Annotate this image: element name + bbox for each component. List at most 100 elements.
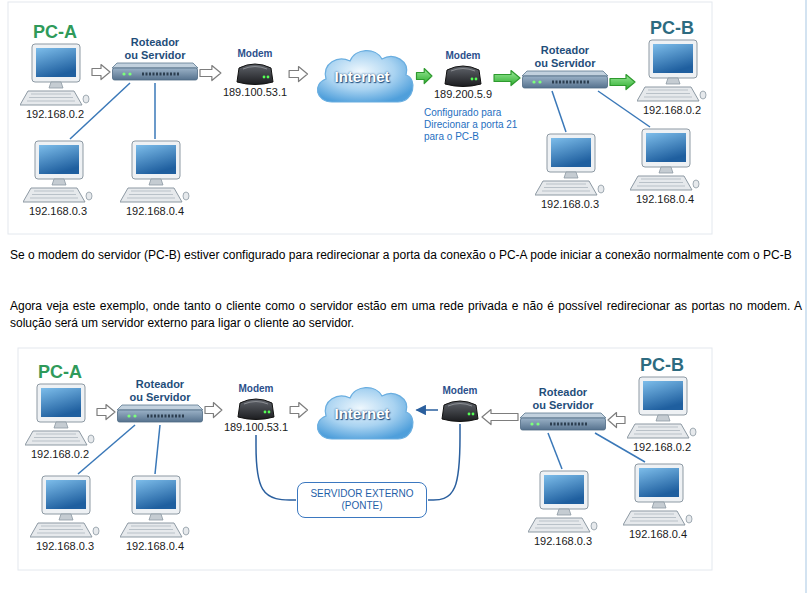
link-line — [548, 433, 562, 469]
pc-icon — [637, 40, 706, 101]
link-line — [155, 425, 160, 474]
green-block-arrow — [610, 75, 635, 90]
router-icon — [520, 413, 606, 430]
block-arrow — [92, 65, 110, 80]
router-icon — [522, 70, 608, 90]
computer-node: PC-B 192.168.0.2 — [627, 355, 697, 454]
ip-address: 192.168.0.3 — [534, 535, 592, 548]
block-arrow — [289, 67, 307, 82]
note-text: Configurado para Direcionar a porta 21 p… — [424, 107, 538, 143]
pc-icon — [25, 383, 95, 448]
modem-icon — [236, 395, 276, 421]
modem-label: Modem — [237, 48, 272, 60]
router-node: Roteador ou Servidor — [117, 378, 203, 424]
router-icon — [112, 62, 198, 82]
pc-icon — [630, 128, 700, 193]
pc-icon — [20, 43, 90, 108]
link-line — [552, 91, 566, 132]
ip-address: 192.168.0.2 — [633, 441, 691, 454]
modem-icon — [440, 397, 480, 423]
ip-address: 192.168.0.4 — [126, 540, 184, 553]
pc-icon — [535, 133, 605, 198]
internet-cloud: Internet — [310, 45, 415, 107]
ip-address: 189.100.53.1 — [224, 421, 288, 434]
pc-icon — [20, 44, 89, 105]
link-line — [256, 435, 296, 500]
modem-icon — [442, 401, 478, 422]
ip-address: 189.100.53.1 — [223, 86, 287, 99]
modem-icon — [235, 60, 275, 86]
router-icon — [112, 63, 198, 80]
pc-icon — [623, 463, 693, 528]
pc-icon — [120, 141, 189, 202]
router-node: Roteador ou Servidor — [520, 386, 606, 432]
paragraph: Se o modem do servidor (PC-B) estiver co… — [10, 247, 802, 264]
modem-node: Modem 189.100.53.1 — [223, 48, 287, 99]
router-label: Roteador ou Servidor — [123, 36, 187, 62]
ip-address: 192.168.0.2 — [643, 104, 701, 117]
link-line — [428, 424, 460, 500]
router-label: Roteador ou Servidor — [128, 378, 192, 404]
router-label: Roteador ou Servidor — [531, 386, 595, 412]
server-label: SERVIDOR EXTERNO (PONTE) — [306, 488, 418, 512]
ip-address: 192.168.0.4 — [629, 528, 687, 541]
ip-address: 192.168.0.3 — [36, 540, 94, 553]
computer-node: PC-B 192.168.0.2 — [637, 18, 707, 117]
green-block-arrow — [417, 69, 432, 84]
pc-icon — [23, 141, 92, 202]
modem-node: Modem189.200.5.9 — [434, 50, 492, 101]
top-panel — [8, 2, 712, 234]
modem-icon — [238, 399, 274, 420]
computer-node: PC-A 192.168.0.2 — [20, 22, 90, 121]
block-arrow — [290, 403, 307, 418]
modem-icon — [443, 62, 483, 88]
computer-node: 192.168.0.3 — [535, 133, 605, 211]
ip-address: 192.168.0.2 — [31, 448, 89, 461]
pc-icon — [627, 377, 696, 438]
pc-icon — [630, 129, 699, 190]
pc-name: PC-A — [33, 22, 77, 43]
pc-icon — [535, 134, 604, 195]
router-node: Roteador ou Servidor — [112, 36, 198, 82]
pc-name: PC-B — [650, 18, 694, 39]
computer-node: 192.168.0.3 — [30, 475, 100, 553]
pc-icon — [25, 384, 94, 445]
pc-icon — [623, 464, 692, 525]
pc-icon — [30, 475, 100, 540]
pc-icon — [528, 470, 598, 535]
pc-name: PC-B — [640, 355, 684, 376]
page-edge — [805, 0, 807, 593]
pc-name: PC-A — [38, 362, 82, 383]
paragraph: Agora veja este exemplo, onde tanto o cl… — [10, 298, 802, 332]
block-arrow — [200, 66, 221, 81]
modem-label: Modem — [443, 385, 478, 397]
computer-node: PC-A 192.168.0.2 — [25, 362, 95, 461]
pc-icon — [30, 476, 99, 537]
ip-address: 192.168.0.3 — [541, 198, 599, 211]
cloud-icon — [317, 51, 413, 102]
modem-label: Modem — [446, 50, 481, 62]
router-icon — [522, 71, 608, 88]
modem-node: Modem — [440, 385, 480, 423]
pc-icon — [637, 39, 707, 104]
pc-icon — [23, 140, 93, 205]
server-box: SERVIDOR EXTERNO (PONTE) — [297, 482, 427, 518]
computer-node: 192.168.0.3 — [528, 470, 598, 548]
router-label: Roteador ou Servidor — [533, 44, 597, 70]
pc-icon — [627, 376, 697, 441]
computer-node: 192.168.0.4 — [623, 463, 693, 541]
arrow-line — [417, 409, 439, 411]
computer-node: 192.168.0.3 — [23, 140, 93, 218]
internet-cloud: Internet — [310, 382, 415, 444]
pc-icon — [120, 475, 190, 540]
ip-address: 192.168.0.4 — [636, 193, 694, 206]
router-icon — [117, 404, 203, 424]
modem-icon — [237, 64, 273, 85]
cloud-label: Internet — [334, 405, 389, 422]
computer-node: 192.168.0.4 — [630, 128, 700, 206]
link-line — [154, 83, 156, 139]
ip-address: 192.168.0.2 — [26, 108, 84, 121]
router-icon — [117, 405, 203, 422]
